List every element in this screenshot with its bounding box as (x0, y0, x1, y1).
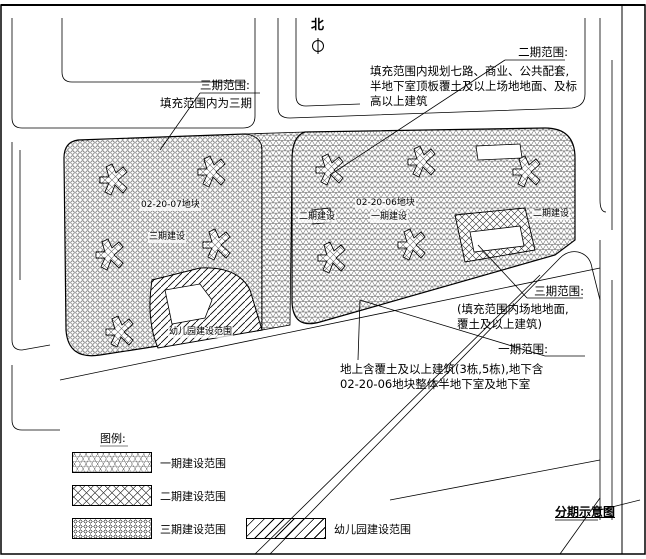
legend-label-phase2: 二期建设范围 (160, 490, 226, 503)
phase2-note-desc: 填充范围内规划七路、商业、公共配套, 半地下室顶板覆土及以上场地地面、及标 高以… (370, 64, 577, 108)
legend-swatch-phase3 (72, 518, 152, 539)
legend-label-phase1: 一期建设范围 (160, 457, 226, 470)
legend-title: 图例: (100, 432, 126, 445)
phase3b-note-title: 三期范围: (534, 284, 584, 298)
east-phase-label: 一期建设 (370, 212, 409, 223)
central-strip (244, 131, 306, 331)
legend-swatch-phase2 (72, 485, 152, 506)
legend-label-phase3: 三期建设范围 (160, 523, 226, 536)
east-right-label: 二期建设 (532, 209, 571, 220)
east-plot-label: 02-20-06地块 (355, 198, 416, 209)
legend-label-kindergarten: 幼儿园建设范围 (334, 523, 411, 536)
west-phase-label: 三期建设 (148, 232, 187, 243)
phase2-note-title: 二期范围: (518, 45, 568, 59)
legend-swatch-kindergarten (246, 518, 326, 539)
phase3-note-title: 三期范围: (200, 78, 250, 92)
sheet-title: 分期示意图 (555, 505, 616, 519)
north-label: 北 (311, 18, 325, 33)
legend-swatch-phase1 (72, 452, 152, 473)
phase3-note-desc: 填充范围内为三期 (160, 96, 252, 110)
west-plot-label: 02-20-07地块 (140, 200, 201, 211)
phase1-note-desc: 地上含覆土及以上建筑(3栋,5栋),地下含 02-20-06地块整体半地下室及地… (340, 362, 544, 391)
kindergarten-label: 幼儿园建设范围 (168, 327, 234, 338)
phase1-note-title: 一期范围: (498, 342, 548, 356)
east-plot-boundary (291, 127, 576, 325)
phase3b-note-desc: (填充范围内场地地面, 覆土及以上建筑) (457, 302, 569, 331)
east-small-label: 二期建设 (298, 212, 337, 223)
